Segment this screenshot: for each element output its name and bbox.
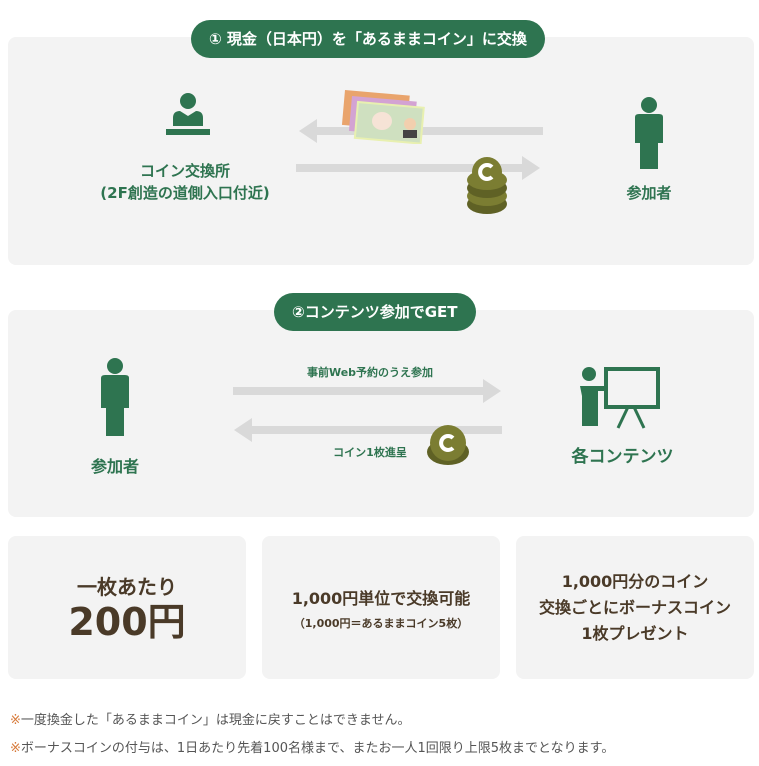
bonus-line-1: 1,000円分のコイン [561, 571, 709, 591]
reserve-label: 事前Web予約のうえ参加 [306, 366, 434, 379]
price-caption: 一枚あたり [77, 575, 177, 599]
presentation-icon [580, 367, 660, 429]
note-1: ※一度換金した「あるままコイン」は現金に戻すことはできません。 [10, 709, 411, 728]
coin-icon [427, 425, 469, 465]
participant-label-2: 参加者 [90, 457, 139, 476]
info-bonus: 1,000円分のコイン 交換ごとにボーナスコイン 1枚プレゼント [516, 536, 754, 679]
coin-stack-icon [467, 157, 507, 214]
participant-label-1: 参加者 [626, 184, 672, 202]
coin-gift-label: コイン1枚進呈 [333, 446, 407, 459]
exchange-location: (2F創造の道側入口付近) [100, 184, 270, 202]
participant-icon [635, 97, 663, 169]
arrow-cash [299, 119, 543, 143]
participant-icon [101, 358, 129, 436]
step1-panel [8, 37, 754, 265]
bonus-line-2: 交換ごとにボーナスコイン [538, 597, 731, 617]
unit-sub: （1,000円＝あるままコイン5枚） [293, 616, 469, 630]
note-text: ボーナスコインの付与は、1日あたり先着100名様まで、またお一人1回限り上限5枚… [20, 741, 615, 756]
step1-title: ① 現金（日本円）を「あるままコイン」に交換 [191, 20, 545, 58]
bonus-line-3: 1枚プレゼント [581, 623, 689, 643]
step2-panel [8, 310, 754, 517]
contents-label: 各コンテンツ [571, 447, 674, 467]
price-value: 200円 [68, 600, 186, 644]
banknotes-icon [341, 90, 425, 144]
step2-title: ②コンテンツ参加でGET [274, 293, 476, 331]
info-unit: 1,000円単位で交換可能 （1,000円＝あるままコイン5枚） [262, 536, 500, 679]
arrow-coin-gift [234, 418, 502, 442]
arrow-participate [233, 379, 501, 403]
info-price: 一枚あたり 200円 [8, 536, 246, 679]
unit-text: 1,000円単位で交換可能 [291, 588, 471, 608]
exchange-label: コイン交換所 [139, 162, 230, 180]
note-2: ※ボーナスコインの付与は、1日あたり先着100名様まで、またお一人1回限り上限5… [10, 737, 614, 756]
note-mark: ※ [10, 713, 21, 728]
note-text: 一度換金した「あるままコイン」は現金に戻すことはできません。 [20, 713, 411, 728]
arrow-coin [296, 156, 540, 180]
note-mark: ※ [10, 741, 21, 756]
exchange-counter-icon [166, 93, 210, 135]
